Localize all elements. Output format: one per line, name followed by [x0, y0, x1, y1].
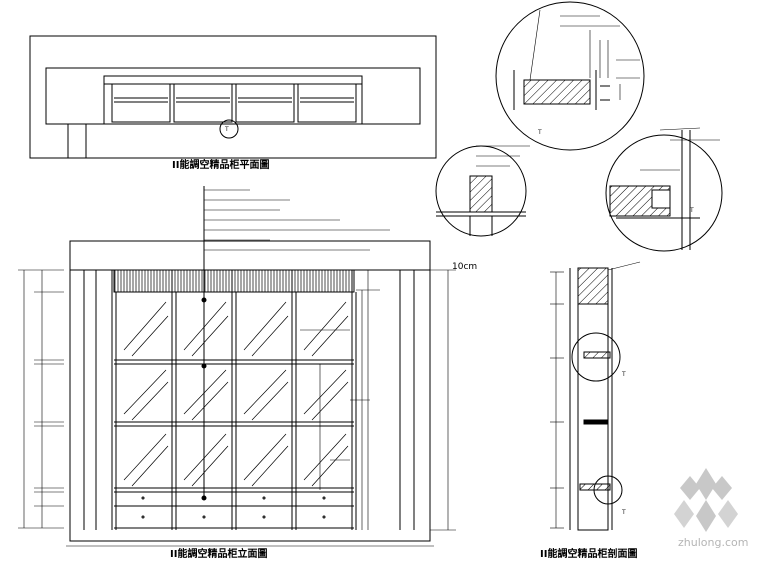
callout-10cm-label: 10cm — [452, 262, 478, 272]
section-detail-circle-a — [571, 332, 621, 382]
plan-bays — [111, 83, 357, 123]
detail-mark: T — [690, 207, 694, 214]
section-view — [550, 261, 641, 531]
plan-section-marker — [219, 119, 239, 139]
detail-circle-right — [605, 127, 723, 252]
glass-reflections — [123, 301, 349, 487]
section-detail-circle-b — [593, 475, 623, 505]
elevation-view-title: II能調空精品柜立面圖 — [170, 549, 268, 560]
detail-mark: T — [225, 126, 229, 133]
detail-circle-top — [495, 1, 645, 151]
detail-mark: T — [538, 129, 542, 136]
annotation-leaders — [204, 189, 390, 251]
elevation-view — [66, 186, 456, 547]
elevation-shelves — [114, 359, 354, 493]
left-dimension-chain — [18, 269, 64, 529]
plan-view — [29, 35, 437, 159]
elevation-drawers — [114, 496, 354, 529]
watermark-text: zhulong.com — [678, 536, 749, 549]
section-view-title: II能調空精品柜剖面圖 — [540, 549, 638, 560]
detail-circle-mid — [435, 145, 530, 237]
elevation-mullions — [111, 270, 357, 530]
detail-mark: T — [622, 371, 626, 378]
elevation-right-dims — [300, 269, 456, 531]
watermark-logo — [674, 468, 738, 532]
detail-mark: T — [622, 509, 626, 516]
plan-view-title: II能調空精品柜平面圖 — [172, 160, 270, 171]
